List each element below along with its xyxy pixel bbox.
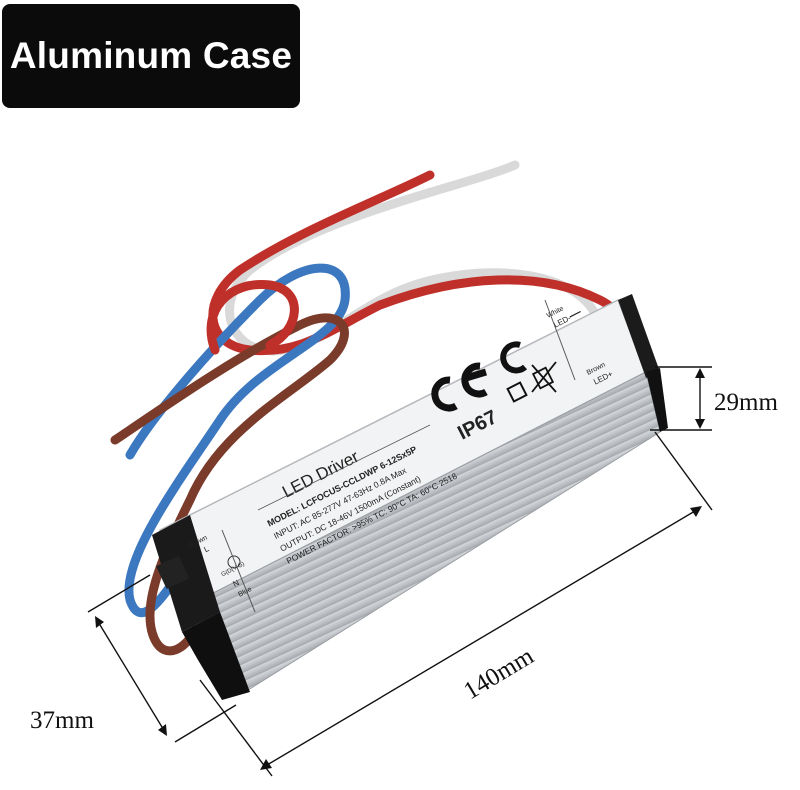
width-dimension-label: 37mm <box>30 707 94 734</box>
ce-mark-e-icon <box>461 362 488 398</box>
ce-mark-c-icon <box>431 376 458 412</box>
weee-bin-icon <box>531 361 557 393</box>
wire-brown <box>110 313 349 656</box>
aluminum-case <box>152 294 668 700</box>
wire-white-top <box>225 160 605 356</box>
right-separator <box>544 299 576 381</box>
length-dimension-label: 140mm <box>459 642 539 705</box>
double-insulation-icon <box>506 381 528 403</box>
ground-icon <box>227 555 241 569</box>
fcc-mark-icon <box>500 341 528 374</box>
badge-label: Aluminum Case <box>9 35 293 76</box>
certification-marks <box>431 341 557 412</box>
dimension-height <box>650 366 712 431</box>
dimension-length <box>199 431 713 777</box>
left-n-text: N <box>231 578 240 589</box>
aluminum-case-badge: Aluminum Case <box>2 4 300 108</box>
dimension-width <box>87 574 237 743</box>
height-dimension-label: 29mm <box>714 389 778 416</box>
wire-red-loop <box>206 279 299 355</box>
label-divider <box>257 424 431 511</box>
left-l-text: L <box>203 544 212 554</box>
wires <box>110 160 638 656</box>
left-separator <box>221 529 256 613</box>
wire-blue <box>124 263 350 618</box>
